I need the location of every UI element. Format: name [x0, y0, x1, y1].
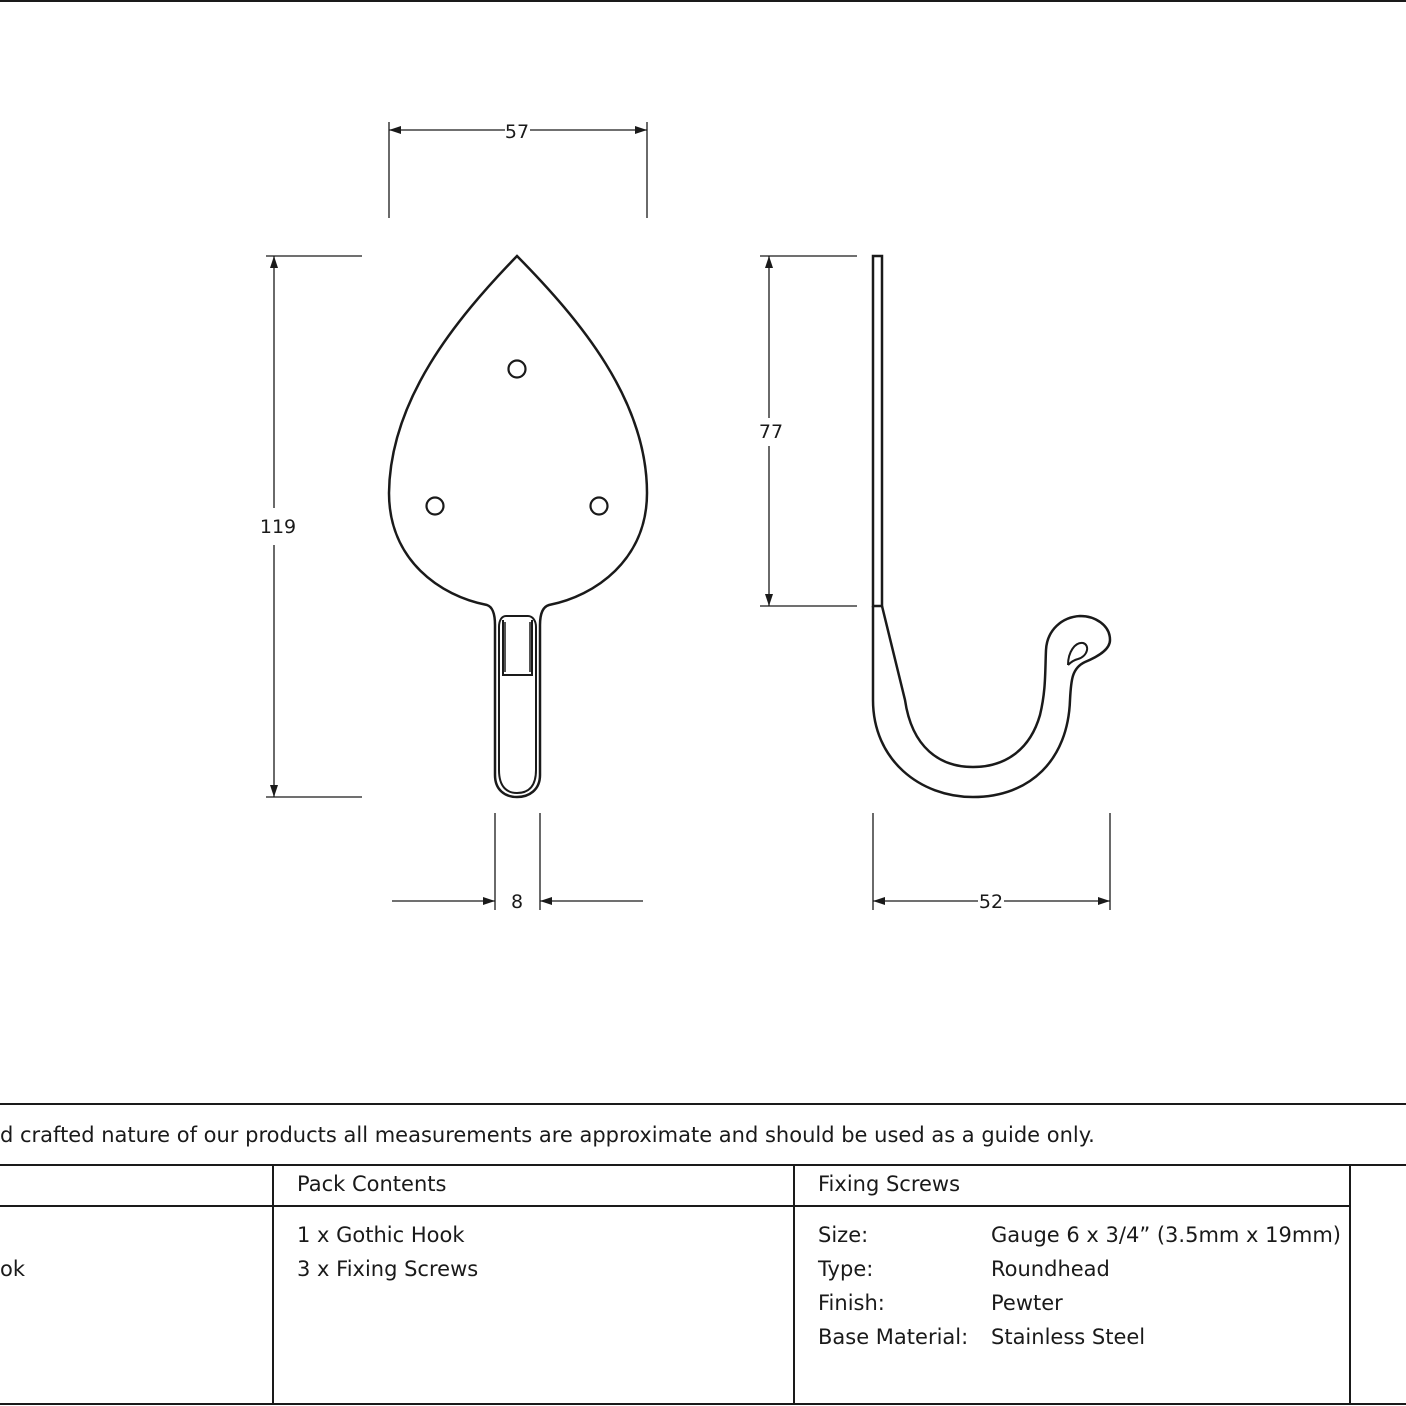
hook-front-inner — [498, 615, 537, 795]
spec-table-grid — [0, 1103, 1406, 1405]
pack-contents-header: Pack Contents — [297, 1172, 447, 1196]
dimension-height-119 — [266, 255, 362, 798]
dimension-label-hook-width: 8 — [511, 891, 523, 913]
dimension-label-backplate: 77 — [759, 421, 783, 443]
screw-hole-top — [507, 359, 527, 379]
screw-finish-label: Finish: — [818, 1291, 885, 1315]
dimension-hook-width-8 — [392, 813, 643, 910]
screw-size-label: Size: — [818, 1223, 869, 1247]
screw-material-label: Base Material: — [818, 1325, 969, 1349]
hook-side-profile — [871, 605, 1112, 799]
hook-front-collar — [502, 620, 533, 676]
product-name-fragment: ok — [0, 1257, 26, 1281]
pack-contents-item: 3 x Fixing Screws — [297, 1257, 479, 1281]
screw-material-value: Stainless Steel — [991, 1325, 1146, 1349]
screw-hole-left — [425, 496, 445, 516]
screw-type-label: Type: — [818, 1257, 874, 1281]
backplate-outline — [387, 254, 649, 799]
backplate-side — [871, 254, 884, 608]
dimension-label-projection: 52 — [979, 891, 1003, 913]
screw-size-value: Gauge 6 x 3/4” (3.5mm x 19mm) — [991, 1223, 1341, 1247]
hook-side-curl — [1067, 641, 1089, 666]
pack-contents-item: 1 x Gothic Hook — [297, 1223, 465, 1247]
screw-type-value: Roundhead — [991, 1257, 1110, 1281]
front-view — [387, 254, 649, 799]
screw-hole-right — [589, 496, 609, 516]
dimension-label-height: 119 — [260, 516, 296, 538]
dimension-projection-52 — [872, 813, 1111, 910]
side-view — [871, 254, 1112, 799]
fixing-screws-header: Fixing Screws — [818, 1172, 961, 1196]
dimension-height-77 — [760, 255, 857, 607]
screw-finish-value: Pewter — [991, 1291, 1063, 1315]
disclaimer-note: d crafted nature of our products all mea… — [0, 1123, 1095, 1147]
dimension-label-width: 57 — [505, 121, 529, 143]
dimension-width-57 — [388, 122, 648, 218]
